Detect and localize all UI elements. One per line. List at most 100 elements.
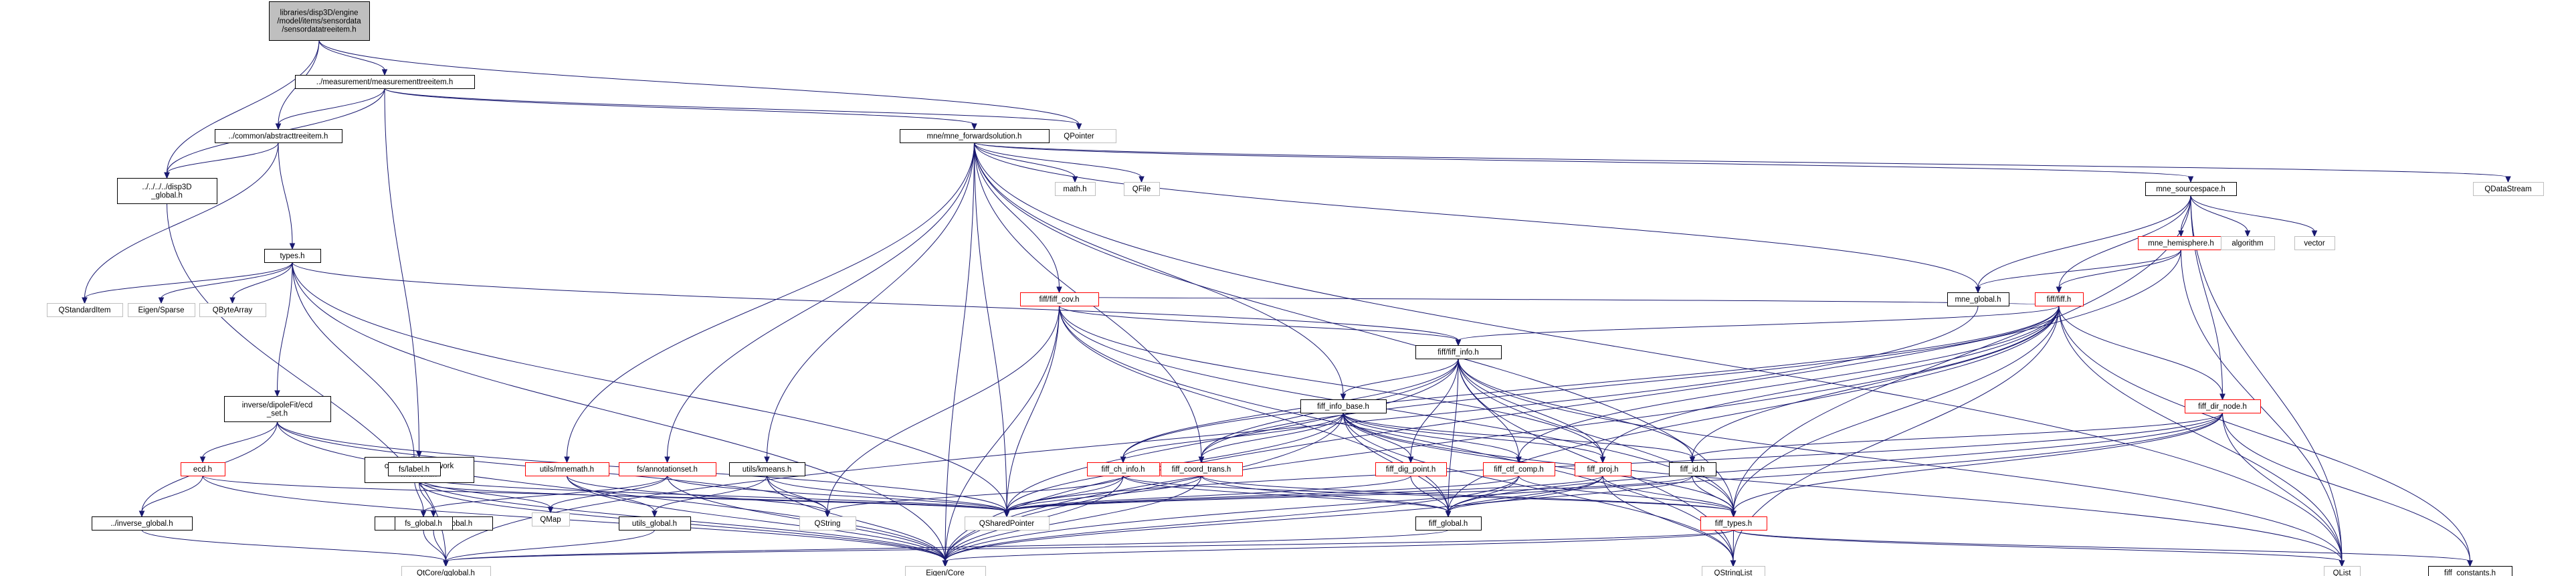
node-mne_global[interactable]: mne_global.h xyxy=(1947,292,2009,306)
node-utils_global[interactable]: utils_global.h xyxy=(619,516,691,531)
node-qpointer: QPointer xyxy=(1042,129,1116,143)
node-fiff_dig_point[interactable]: fiff_dig_point.h xyxy=(1375,462,1447,476)
edge-arrowhead xyxy=(764,456,770,464)
node-label: ../../../../disp3D xyxy=(142,183,191,191)
node-disp3d_global[interactable]: ../../../../disp3D_global.h xyxy=(117,178,217,204)
edge-fiff_h-to-fiff_proj xyxy=(1599,305,2060,464)
node-inverse_global[interactable]: ../inverse_global.h xyxy=(92,516,193,531)
node-fs_global[interactable]: fs_global.h xyxy=(395,516,453,531)
node-box xyxy=(965,516,1050,531)
edge-line xyxy=(945,529,1734,562)
node-sensordatatreeitem[interactable]: libraries/disp3D/engine/model/items/sens… xyxy=(269,1,370,41)
edge-line xyxy=(1343,412,1519,458)
edge-mne_sourcespace-to-fiff_types xyxy=(1730,195,2191,518)
node-fiff_cov[interactable]: fiff/fiff_cov.h xyxy=(1020,292,1099,306)
edge-arrowhead xyxy=(1120,456,1126,464)
node-label: fiff/fiff.h xyxy=(2047,296,2072,304)
node-fs_annotationset[interactable]: fs/annotationset.h xyxy=(619,462,716,476)
node-label: QList xyxy=(2333,569,2352,576)
node-label: QFile xyxy=(1132,185,1151,193)
node-fiff_types[interactable]: fiff_types.h xyxy=(1700,516,1767,531)
edge-fiff_dir_node-to-fiff_id xyxy=(1689,412,2223,464)
edge-arrowhead xyxy=(1516,456,1522,464)
node-fiff_h[interactable]: fiff/fiff.h xyxy=(2035,292,2084,306)
node-box xyxy=(799,516,856,531)
node-qstring: QString xyxy=(799,516,856,531)
node-types_h[interactable]: types.h xyxy=(264,249,321,263)
node-utils_kmeans[interactable]: utils/kmeans.h xyxy=(729,462,805,476)
edge-line xyxy=(423,475,668,512)
edge-line xyxy=(2058,249,2181,288)
edge-types_h-to-eigen_sparse xyxy=(158,262,293,304)
edge-line xyxy=(767,142,975,458)
node-abstracttreeitem[interactable]: ../common/abstracttreeitem.h xyxy=(215,129,342,143)
edge-line xyxy=(1458,358,1734,512)
node-qbytearray: QByteArray xyxy=(199,303,266,317)
edge-line xyxy=(445,529,1449,562)
edge-line xyxy=(1732,305,2060,562)
node-utils_mnemath[interactable]: utils/mnemath.h xyxy=(525,462,609,476)
edge-fiff_ctf_comp-to-fiff_global xyxy=(1445,475,1519,518)
edge-line xyxy=(1448,412,2223,512)
node-fiff_coord_trans[interactable]: fiff_coord_trans.h xyxy=(1161,462,1243,476)
edge-line xyxy=(767,475,1007,512)
edge-line xyxy=(1006,305,1060,512)
node-fiff_dir_node[interactable]: fiff_dir_node.h xyxy=(2185,399,2261,413)
node-label: fiff_info_base.h xyxy=(1317,403,1369,411)
edge-line xyxy=(278,88,385,125)
edge-line xyxy=(974,142,1979,288)
node-fiff_id[interactable]: fiff_id.h xyxy=(1669,462,1716,476)
edge-line xyxy=(1343,358,1459,395)
edge-mne_sourcespace-to-algorithm xyxy=(2190,195,2251,237)
node-fiff_info[interactable]: fiff/fiff_info.h xyxy=(1415,345,1502,359)
edge-line xyxy=(292,262,946,562)
node-label: fiff_constants.h xyxy=(2444,569,2496,576)
node-label: fs_global.h xyxy=(405,520,442,528)
node-box xyxy=(525,462,609,476)
edge-line xyxy=(202,475,946,562)
node-fiff_ch_info[interactable]: fiff_ch_info.h xyxy=(1087,462,1160,476)
node-fiff_info_base[interactable]: fiff_info_base.h xyxy=(1300,399,1387,413)
node-mne_hemisphere[interactable]: mne_hemisphere.h xyxy=(2138,236,2225,250)
edge-arrowhead xyxy=(1599,456,1606,464)
node-ecd_set[interactable]: inverse/dipoleFit/ecd_set.h xyxy=(224,396,331,422)
node-ecd_h[interactable]: ecd.h xyxy=(181,462,225,476)
node-box xyxy=(619,516,691,531)
node-fiff_ctf_comp[interactable]: fiff_ctf_comp.h xyxy=(1483,462,1555,476)
edge-fiff_dir_node-to-qlist xyxy=(2222,412,2345,567)
node-box xyxy=(1483,462,1555,476)
edge-arrowhead xyxy=(199,456,206,464)
edge-line xyxy=(2058,305,2223,395)
edge-line xyxy=(1006,475,1124,512)
node-mne_sourcespace[interactable]: mne_sourcespace.h xyxy=(2145,182,2237,196)
edge-line xyxy=(384,88,975,125)
node-fiff_constants[interactable]: fiff_constants.h xyxy=(2428,566,2512,576)
node-measurementtreeitem[interactable]: ../measurement/measurementtreeitem.h xyxy=(295,75,475,89)
edge-mne_forwardsolution-to-utils_kmeans xyxy=(764,142,975,464)
node-box xyxy=(1669,462,1716,476)
node-label: fiff_dig_point.h xyxy=(1386,466,1436,474)
edge-ecd_h-to-qsharedpointer xyxy=(202,475,1010,518)
edge-line xyxy=(277,262,293,392)
edge-fiff_h-to-fiff_ctf_comp xyxy=(1516,305,2060,464)
edge-measurementtreeitem-to-qpointer xyxy=(384,88,1082,130)
node-label: mne/mne_forwardsolution.h xyxy=(927,132,1022,140)
edge-fiff_info_base-to-fiff_coord_trans xyxy=(1198,412,1344,464)
node-fs_label[interactable]: fs/label.h xyxy=(388,462,441,476)
node-label: Eigen/Sparse xyxy=(138,306,184,314)
node-box xyxy=(2428,566,2512,576)
edge-mne_forwardsolution-to-qsharedpointer xyxy=(974,142,1010,518)
edge-line xyxy=(974,142,1076,178)
node-fiff_global[interactable]: fiff_global.h xyxy=(1415,516,1482,531)
node-fiff_proj[interactable]: fiff_proj.h xyxy=(1575,462,1631,476)
edge-line xyxy=(318,39,1080,125)
edge-line xyxy=(2222,412,2343,562)
node-mne_forwardsolution[interactable]: mne/mne_forwardsolution.h xyxy=(900,129,1050,143)
node-label: QByteArray xyxy=(213,306,253,314)
edge-line xyxy=(1059,305,1734,562)
edge-line xyxy=(1006,475,1411,512)
edge-line xyxy=(1448,475,1603,512)
node-box xyxy=(2473,182,2544,196)
edge-arrowhead xyxy=(420,510,427,518)
edge-arrowhead xyxy=(2219,393,2225,401)
